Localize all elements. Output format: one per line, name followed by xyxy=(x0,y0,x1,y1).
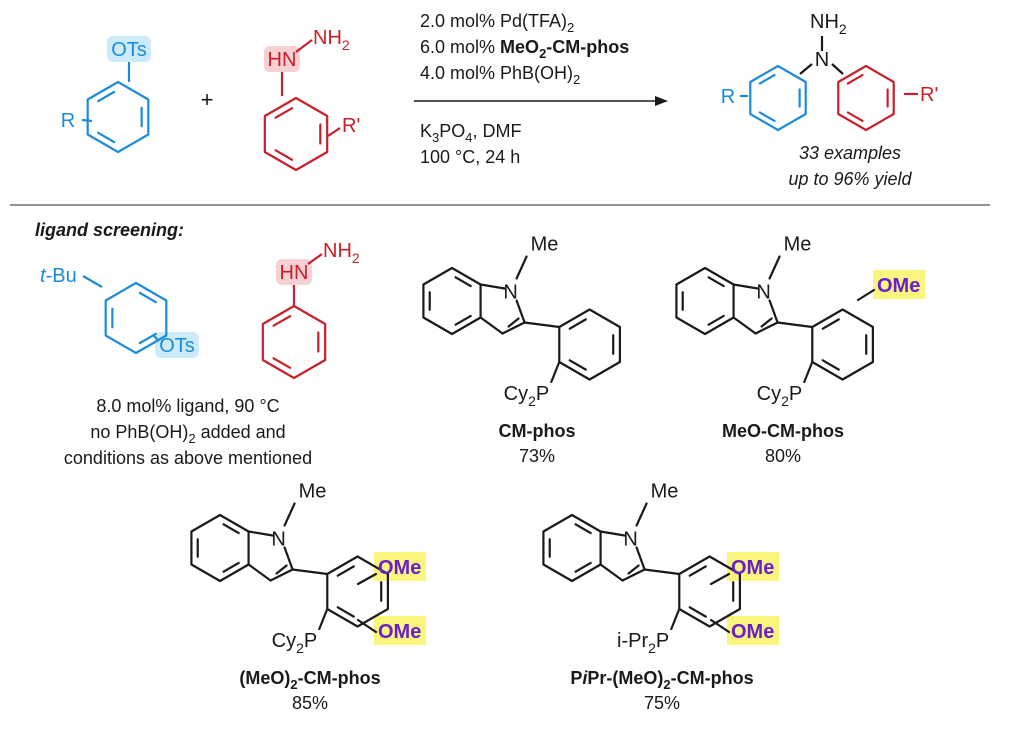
ome-highlight-dimeo-bottom xyxy=(374,616,426,645)
phosphine-label: i-Pr2P xyxy=(617,630,669,656)
ome-highlight-meocm xyxy=(873,270,925,299)
condition-catalyst: 2.0 mol% Pd(TFA)2 xyxy=(420,11,574,35)
ome-label: OMe xyxy=(378,621,421,643)
condition-additive: 4.0 mol% PhB(OH)2 xyxy=(420,63,580,87)
hn-highlight xyxy=(264,46,300,72)
product-n-label: N xyxy=(815,49,829,71)
ots-highlight xyxy=(107,36,151,62)
r-prime-substituent-label: R' xyxy=(342,115,360,137)
scope-yield: up to 96% yield xyxy=(788,169,912,189)
phosphine-label: Cy2P xyxy=(272,630,318,656)
phosphine-label: Cy2P xyxy=(504,383,550,409)
indole-n-label: N xyxy=(623,529,637,551)
aryl-hydrazine-structure: HN NH2 R' xyxy=(263,27,360,172)
model-ots-label: OTs xyxy=(159,335,195,357)
product-r-label: R xyxy=(721,86,735,108)
reaction-conditions: 2.0 mol% Pd(TFA)2 6.0 mol% MeO2-CM-phos … xyxy=(414,11,668,167)
note-line-3: conditions as above mentioned xyxy=(64,448,312,468)
indole-n-label: N xyxy=(271,529,285,551)
tbu-label: t-Bu xyxy=(40,265,77,287)
note-line-1: 8.0 mol% ligand, 90 °C xyxy=(96,396,279,416)
model-tosylate-structure: t-Bu OTs xyxy=(40,265,195,357)
ligand-name-cm-phos: CM-phos xyxy=(499,421,576,441)
nh2-label: NH2 xyxy=(313,27,350,53)
product-structure: N NH2 R R' xyxy=(721,11,938,132)
ome-label: OMe xyxy=(731,557,774,579)
condition-base-solvent: K3PO4, DMF xyxy=(420,121,522,145)
indole-n-label: N xyxy=(503,282,517,304)
ligand-name-meo-cm-phos: MeO-CM-phos xyxy=(722,421,844,441)
ome-label: OMe xyxy=(877,275,920,297)
hn-label: HN xyxy=(268,49,297,71)
aryl-tosylate-structure: OTs R xyxy=(61,39,150,154)
model-nh2-label: NH2 xyxy=(323,240,360,266)
ligand-name-pipr-dimeo-cm-phos: PiPr-(MeO)2-CM-phos xyxy=(570,668,753,692)
plus-sign: + xyxy=(201,87,214,112)
ome-highlight-pipr-top xyxy=(727,552,779,581)
ome-label: OMe xyxy=(731,621,774,643)
ligand-yield-meo-cm-phos: 80% xyxy=(765,446,801,466)
screening-note: 8.0 mol% ligand, 90 °C no PhB(OH)2 added… xyxy=(64,396,312,468)
model-hydrazine-structure: HN NH2 xyxy=(261,240,360,380)
methyl-label: Me xyxy=(531,234,559,256)
methyl-label: Me xyxy=(651,481,679,503)
product-nh2-label: NH2 xyxy=(810,11,847,37)
screening-heading: ligand screening: xyxy=(35,220,184,240)
ligand-yield-cm-phos: 73% xyxy=(519,446,555,466)
ome-label: OMe xyxy=(378,557,421,579)
methyl-label: Me xyxy=(299,481,327,503)
indole-n-label: N xyxy=(756,282,770,304)
product-r-prime-label: R' xyxy=(920,84,938,106)
highlights xyxy=(107,36,925,645)
ots-label: OTs xyxy=(111,39,147,61)
arrow-head xyxy=(655,96,668,106)
condition-temperature-time: 100 °C, 24 h xyxy=(420,147,520,167)
r-substituent-label: R xyxy=(61,110,75,132)
note-line-2: no PhB(OH)2 added and xyxy=(90,422,285,446)
scope-examples: 33 examples xyxy=(799,143,901,163)
ome-highlight-dimeo-top xyxy=(374,552,426,581)
phosphine-label: Cy2P xyxy=(757,383,803,409)
methyl-label: Me xyxy=(784,234,812,256)
ligand-yield-pipr-dimeo-cm-phos: 75% xyxy=(644,693,680,713)
hn-model-highlight xyxy=(276,259,312,285)
ome-highlight-pipr-bottom xyxy=(727,616,779,645)
ots-model-highlight xyxy=(155,332,199,358)
model-hn-label: HN xyxy=(280,262,309,284)
condition-ligand: 6.0 mol% MeO2-CM-phos xyxy=(420,37,629,61)
ligand-name-dimeo-cm-phos: (MeO)2-CM-phos xyxy=(239,668,380,692)
ligand-yield-dimeo-cm-phos: 85% xyxy=(292,693,328,713)
